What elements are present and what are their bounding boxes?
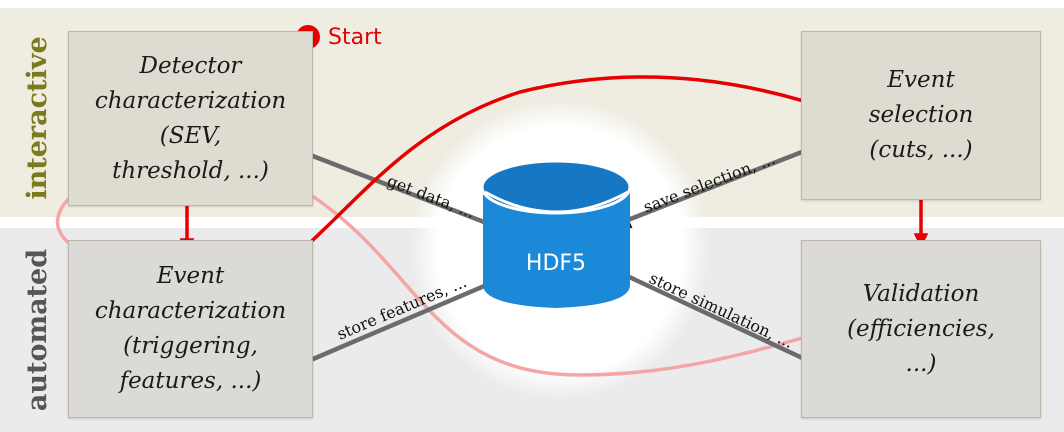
box-line: (efficiencies, <box>847 315 995 342</box>
validation-box: Validation (efficiencies, ...) <box>801 240 1041 418</box>
cylinder-top <box>480 159 632 215</box>
cylinder-rim-shade <box>484 190 629 214</box>
box-line: characterization <box>94 87 287 114</box>
start-label: Start <box>328 25 382 50</box>
store-simulation-arrow <box>606 265 832 373</box>
box-line: ...) <box>905 350 937 377</box>
box-line: threshold, ...) <box>112 157 269 184</box>
red-flow-event-to-selection <box>278 75 841 270</box>
event-selection-box: Event selection (cuts, ...) <box>801 31 1041 200</box>
save-selection-arrow <box>611 139 829 229</box>
box-line: characterization <box>94 298 287 324</box>
box-line: Detector <box>139 52 242 79</box>
box-line: (triggering, <box>123 333 258 359</box>
box-line: features, ...) <box>119 368 262 394</box>
box-line: Event <box>156 263 225 289</box>
box-line: (SEV, <box>159 122 222 149</box>
box-line: Validation <box>862 280 980 307</box>
automated-band-label: automated <box>22 248 53 412</box>
hub-label: HDF5 <box>526 251 586 276</box>
box-line: (cuts, ...) <box>869 137 973 163</box>
box-line: selection <box>868 102 974 128</box>
event-selection-text: Event selection (cuts, ...) <box>869 63 974 168</box>
event-characterization-box: Event characterization (triggering, feat… <box>68 240 313 418</box>
validation-text: Validation (efficiencies, ...) <box>847 277 995 382</box>
cylinder-body <box>483 187 630 308</box>
detector-characterization-text: Detector characterization (SEV, threshol… <box>95 49 286 189</box>
store-features-arrow <box>288 272 514 371</box>
data-arrows <box>288 139 832 373</box>
box-line: Event <box>887 67 955 93</box>
get-data-arrow <box>288 144 514 236</box>
detector-characterization-box: Detector characterization (SEV, threshol… <box>68 31 313 206</box>
event-characterization-text: Event characterization (triggering, feat… <box>95 259 286 399</box>
hdf5-cylinder: HDF5 <box>480 159 632 308</box>
interactive-band-label: interactive <box>22 36 53 200</box>
